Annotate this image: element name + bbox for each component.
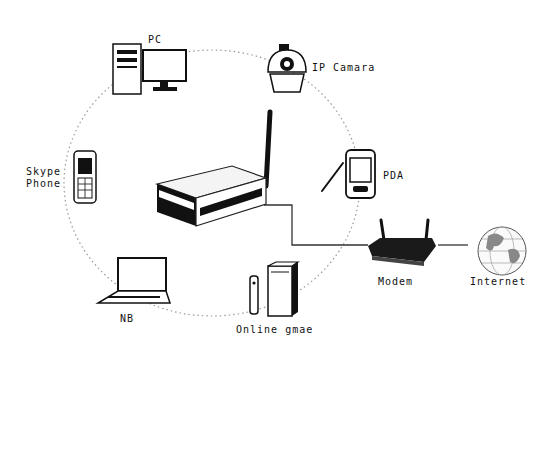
- device-label: Modem: [378, 276, 436, 288]
- device-label: PC: [148, 34, 188, 46]
- console-icon: [250, 262, 298, 316]
- device-node: Skype Phone: [24, 148, 98, 208]
- pc-icon: [113, 44, 186, 94]
- device-node: PC: [108, 32, 190, 98]
- device-label: NB: [120, 313, 150, 325]
- device-label: Internet: [470, 276, 538, 288]
- device-node: IP Camara: [262, 40, 380, 98]
- device-node: NB: [92, 255, 170, 327]
- globe-icon: [478, 227, 526, 275]
- device-label: PDA: [383, 170, 408, 182]
- device-node: PDA: [318, 145, 408, 203]
- device-node: Modem: [362, 222, 438, 292]
- device-label: Skype Phone: [26, 166, 70, 190]
- device-node: Internet: [468, 222, 540, 292]
- phone-icon: [74, 151, 96, 203]
- laptop-icon: [98, 258, 170, 303]
- device-label: IP Camara: [312, 62, 380, 74]
- router-wire: [264, 205, 368, 245]
- router-icon: [157, 112, 270, 226]
- pda-icon: [322, 150, 375, 198]
- modem-icon: [368, 220, 436, 266]
- wireless-ring: [64, 50, 360, 316]
- device-node: Online gmae: [234, 262, 334, 338]
- device-label: Online gmae: [236, 324, 332, 336]
- network-link: [438, 244, 468, 245]
- camera-icon: [268, 44, 306, 92]
